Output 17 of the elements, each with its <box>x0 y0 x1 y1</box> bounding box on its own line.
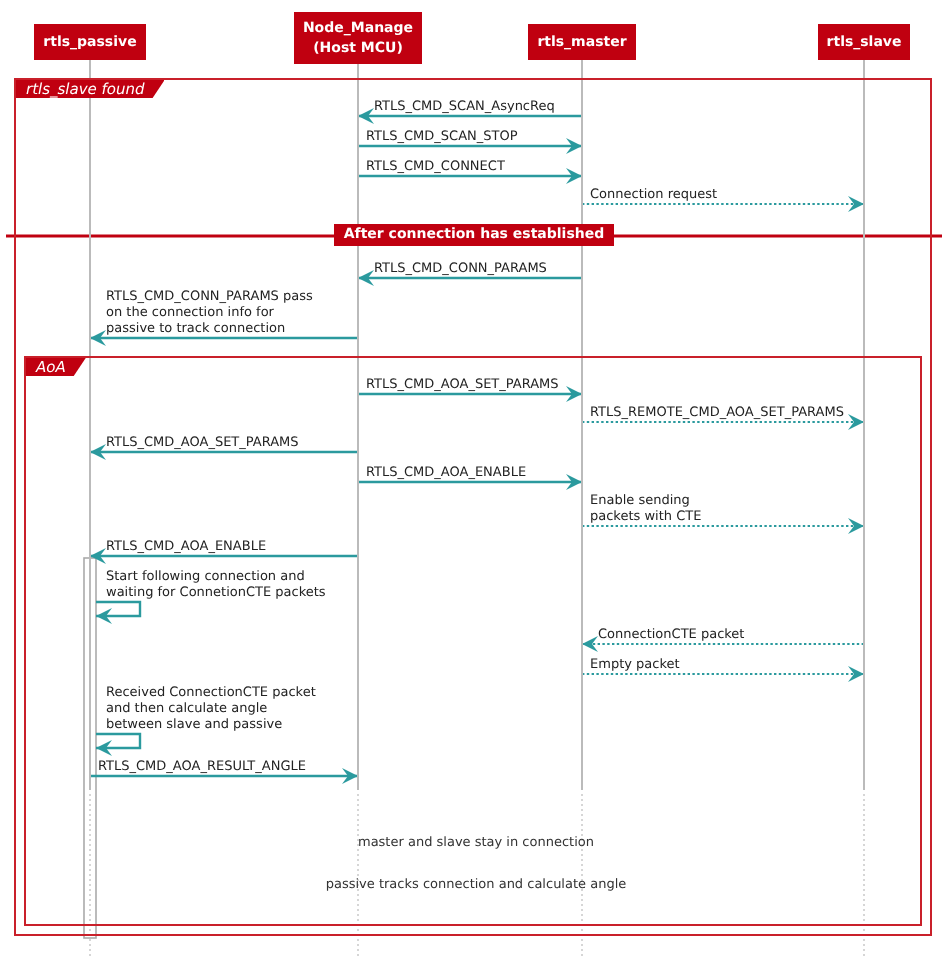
message-arrow <box>90 330 358 346</box>
message-arrow <box>358 108 582 124</box>
message-arrow <box>96 600 142 624</box>
message-arrow <box>96 732 142 756</box>
message-arrow <box>90 768 358 784</box>
message-arrow <box>581 414 865 430</box>
message-arrow <box>581 196 865 212</box>
message-arrow <box>358 386 582 402</box>
message-arrow <box>90 548 358 564</box>
message-arrow <box>581 518 865 534</box>
message-arrow <box>358 474 582 490</box>
message-arrow <box>358 168 582 184</box>
message-arrow <box>581 666 865 682</box>
message-arrow <box>581 636 865 652</box>
message-arrow <box>90 444 358 460</box>
message-arrow <box>358 270 582 286</box>
message-arrow <box>358 138 582 154</box>
